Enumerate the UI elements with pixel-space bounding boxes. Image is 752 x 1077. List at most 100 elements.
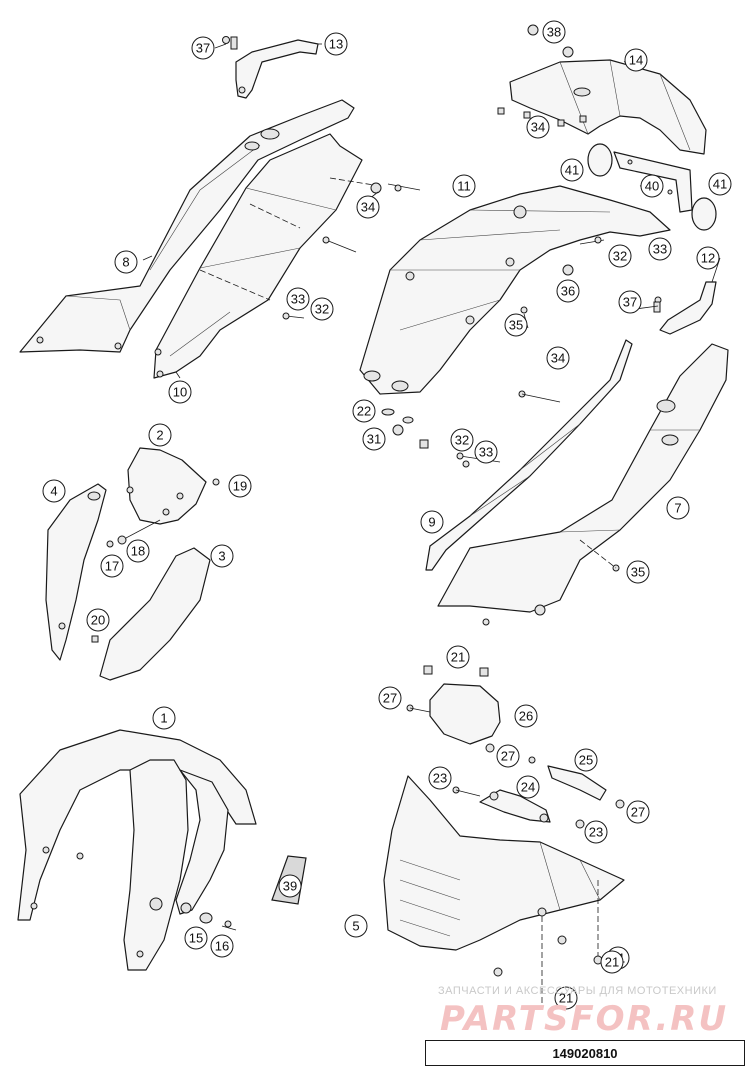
callout-21: 21	[600, 950, 624, 974]
callout-3: 3	[210, 544, 234, 568]
callout-circle	[378, 686, 402, 710]
callout-circle	[352, 399, 376, 423]
callout-40: 40	[640, 174, 664, 198]
callout-20: 20	[86, 608, 110, 632]
callout-circle	[428, 766, 452, 790]
callout-33: 33	[474, 440, 498, 464]
callout-21: 21	[554, 986, 578, 1010]
callout-number: 22	[357, 404, 371, 419]
callout-10: 10	[168, 380, 192, 404]
callout-33: 33	[648, 237, 672, 261]
callout-number: 33	[653, 242, 667, 257]
callout-1: 1	[152, 706, 176, 730]
callout-circle	[324, 32, 348, 56]
callout-circle	[86, 608, 110, 632]
callout-number: 34	[531, 120, 545, 135]
callout-37: 37	[618, 290, 642, 314]
callout-circle	[344, 914, 368, 938]
callout-13: 13	[324, 32, 348, 56]
callout-circle	[496, 744, 520, 768]
watermark-caption: ЗАПЧАСТИ И АКСЕССУАРЫ ДЛЯ МОТОТЕХНИКИ	[438, 985, 717, 997]
callout-number: 27	[383, 691, 397, 706]
callout-circle	[640, 174, 664, 198]
callout-number: 39	[283, 879, 297, 894]
washers-screws-center	[381, 408, 501, 463]
callout-circle	[526, 115, 550, 139]
callout-circle	[618, 290, 642, 314]
drawing-id-box: 149020810	[425, 1040, 745, 1066]
callout-circle	[542, 20, 566, 44]
callout-circle	[708, 172, 732, 196]
part-11-rear-subframe	[359, 185, 671, 395]
callout-circle	[626, 560, 650, 584]
part-40-plate-bracket	[613, 151, 693, 213]
part-7-right-side-panel	[437, 343, 729, 626]
callout-number: 41	[565, 163, 579, 178]
callout-2: 2	[148, 423, 172, 447]
callout-circle	[450, 428, 474, 452]
callout-41: 41	[708, 172, 732, 196]
callout-number: 7	[674, 501, 681, 516]
callout-26: 26	[514, 704, 538, 728]
callout-number: 32	[613, 249, 627, 264]
callout-circle	[184, 926, 208, 950]
callout-circle	[546, 346, 570, 370]
callout-number: 38	[547, 25, 561, 40]
callout-number: 41	[713, 177, 727, 192]
callout-layer: 1234578910111213141516171819202121212122…	[42, 20, 732, 1010]
callout-34: 34	[546, 346, 570, 370]
callout-34: 34	[356, 195, 380, 219]
part-24-bracket	[479, 789, 551, 823]
callout-circle	[574, 748, 598, 772]
callout-35: 35	[626, 560, 650, 584]
callout-circle	[42, 479, 66, 503]
callout-circle	[286, 287, 310, 311]
part-1-front-fender	[17, 729, 257, 971]
part-5-front-fairing	[383, 775, 625, 977]
callout-circle	[100, 554, 124, 578]
callout-24: 24	[516, 775, 540, 799]
callout-number: 34	[551, 351, 565, 366]
screws-15-16	[199, 912, 237, 931]
callout-circle	[696, 246, 720, 270]
callout-number: 4	[50, 484, 57, 499]
part-26-bracket	[406, 665, 501, 753]
callout-number: 3	[218, 549, 225, 564]
callout-circle	[191, 36, 215, 60]
part-3-right-fairing	[99, 547, 211, 681]
callout-circle	[362, 427, 386, 451]
callout-number: 18	[131, 544, 145, 559]
callout-18: 18	[126, 539, 150, 563]
callout-circle	[420, 510, 444, 534]
callout-number: 35	[509, 318, 523, 333]
callout-33: 33	[286, 287, 310, 311]
callout-19: 19	[228, 474, 252, 498]
callout-circle	[452, 174, 476, 198]
part-4-left-fairing	[45, 483, 107, 661]
callout-circle	[114, 250, 138, 274]
callout-circle	[560, 158, 584, 182]
callout-circle	[356, 195, 380, 219]
callout-number: 36	[561, 284, 575, 299]
callout-circle	[626, 800, 650, 824]
callout-circle	[608, 244, 632, 268]
callout-number: 11	[457, 179, 471, 194]
callout-32: 32	[450, 428, 474, 452]
callout-circle	[126, 539, 150, 563]
part-10-left-inner-frame	[153, 133, 363, 379]
callout-22: 22	[352, 399, 376, 423]
callout-number: 19	[233, 479, 247, 494]
callout-circle	[600, 950, 624, 974]
callout-circle	[514, 704, 538, 728]
callout-number: 26	[519, 709, 533, 724]
callout-number: 16	[215, 939, 229, 954]
callout-number: 15	[189, 931, 203, 946]
callout-31: 31	[362, 427, 386, 451]
callout-number: 21	[451, 650, 465, 665]
screws-17-18	[106, 519, 161, 548]
callout-number: 1	[160, 711, 167, 726]
callout-circle	[148, 423, 172, 447]
callout-circle	[666, 496, 690, 520]
part-13-bracket	[222, 36, 319, 99]
callout-number: 31	[367, 432, 381, 447]
